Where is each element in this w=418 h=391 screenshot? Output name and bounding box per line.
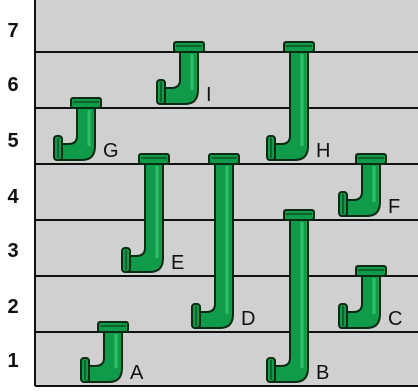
pipe-top-cap: [284, 210, 314, 220]
pipe-letter-b: B: [316, 362, 329, 384]
row-label-6: 6: [7, 74, 18, 96]
pipe-letter-i: I: [206, 84, 212, 106]
pipe-letter-f: F: [388, 196, 400, 218]
row-label-2: 2: [7, 296, 18, 318]
pipe-top-cap: [98, 322, 128, 332]
row-label-7: 7: [7, 20, 18, 42]
row-label-3: 3: [7, 240, 18, 262]
pipe-letter-c: C: [388, 308, 402, 330]
pipe-top-cap: [284, 42, 314, 52]
pipe-top-cap: [71, 98, 101, 108]
pipe-letter-e: E: [171, 252, 184, 274]
pipe-top-cap: [209, 154, 239, 164]
pipe-letter-h: H: [316, 140, 330, 162]
pipe-top-cap: [174, 42, 204, 52]
pipe-top-cap: [356, 266, 386, 276]
pipe-letter-d: D: [241, 308, 255, 330]
pipe-letter-a: A: [130, 362, 144, 384]
row-label-5: 5: [7, 130, 18, 152]
pipe-top-cap: [139, 154, 169, 164]
pipe-letter-g: G: [103, 140, 119, 162]
row-label-4: 4: [7, 186, 19, 208]
row-label-axis: 1 2 3 4 5 6 7: [7, 20, 19, 372]
pipe-top-cap: [356, 154, 386, 164]
row-label-1: 1: [7, 350, 18, 372]
